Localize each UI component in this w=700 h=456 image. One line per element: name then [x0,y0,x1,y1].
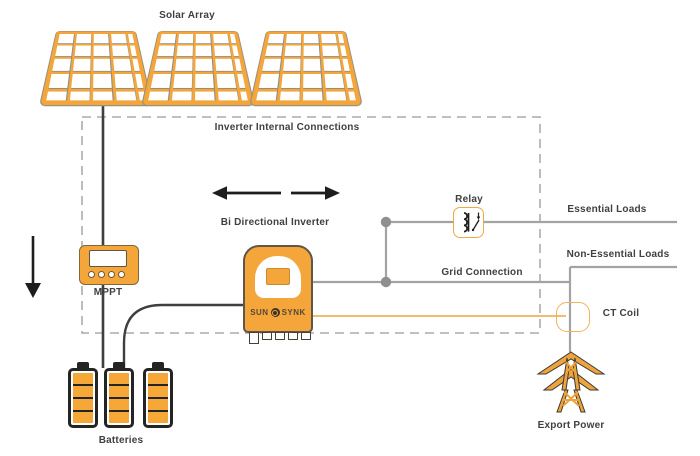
mppt-button [108,271,115,278]
mppt-button [98,271,105,278]
solar-panel-icon [142,31,254,106]
junction-dot-icon [380,216,392,228]
inverter-battery-cable-line [122,303,243,368]
solar-panel-icon [250,31,362,106]
battery-icon [104,362,134,428]
solar-array-label: Solar Array [159,10,215,21]
essential-loads-label: Essential Loads [567,204,647,215]
inverter-icon: SUN SYNK [243,245,313,333]
bidirectional-arrow-icon [212,186,340,200]
battery-terminal [113,362,125,368]
logo-synk-text: SYNK [281,308,306,317]
logo-sun-text: SUN [250,308,269,317]
inverter-face [255,256,301,298]
battery-terminal [152,362,164,368]
mppt-button [118,271,125,278]
sunsynk-globe-icon [270,308,280,317]
relay-label: Relay [455,194,483,205]
inverter-gland [275,332,285,340]
inverter-gland [262,332,272,340]
non-essential-loads-label: Non-Essential Loads [566,249,670,260]
inverter-internal-connections-label: Inverter Internal Connections [214,122,360,133]
inverter-gland [288,332,298,340]
sunsynk-logo-icon: SUN SYNK [245,308,311,317]
mppt-button [88,271,95,278]
relay-icon [453,207,484,238]
transmission-tower-icon [536,351,606,413]
grid-connection-label: Grid Connection [441,267,523,278]
inverter-gland [301,332,311,340]
inverter-gland [249,332,259,344]
mppt-icon [79,245,139,285]
down-arrow-icon [25,236,41,298]
battery-icon [143,362,173,428]
inverter-internal-box [81,116,541,334]
batteries-label: Batteries [98,435,144,446]
export-power-label: Export Power [537,420,605,431]
junction-dot-icon [380,276,392,288]
mppt-label: MPPT [93,287,123,298]
battery-icon [68,362,98,428]
solar-panel-icon [40,31,152,106]
battery-terminal [77,362,89,368]
bi-directional-inverter-label: Bi Directional Inverter [220,217,330,228]
ct-coil-icon [556,302,590,332]
mppt-screen [89,250,127,267]
inverter-display-window [266,268,290,285]
ct-coil-label: CT Coil [602,308,640,319]
relay-symbol [463,212,481,233]
